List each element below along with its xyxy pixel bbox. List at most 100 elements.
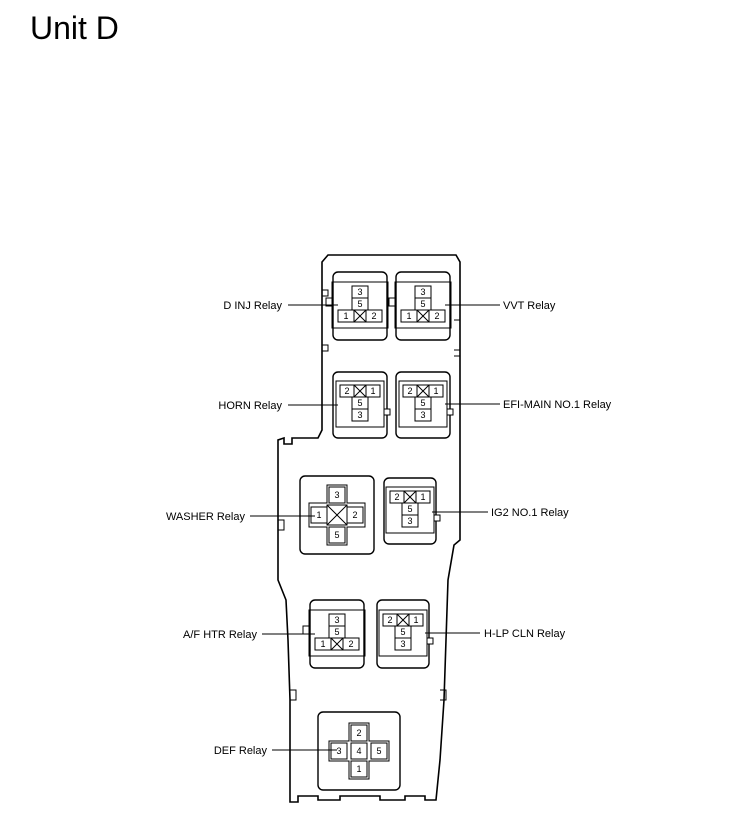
relay-ig2: 2 15 3 IG2 NO.1 Relay: [383, 477, 569, 545]
pin-housing: [328, 722, 390, 780]
pin-label: 2: [356, 728, 361, 738]
pin-label-cell: [346, 506, 364, 524]
pin-label-cell: [350, 760, 368, 778]
relay-label-vvt: VVT Relay: [503, 300, 556, 312]
pin-label-cell: [365, 384, 381, 398]
relay-efi-main: 2 15 3 EFI-MAIN NO.1 Relay: [395, 371, 612, 439]
pin-label: 1: [433, 386, 438, 396]
diode-cross-line: [330, 637, 344, 651]
pin-label: 5: [357, 299, 362, 309]
pin-housing: [335, 380, 385, 428]
diode-cross-line: [326, 504, 348, 526]
pin-label: 3: [357, 410, 362, 420]
pin-label-cell: [350, 742, 368, 760]
pin-label: 5: [357, 398, 362, 408]
pin-label: 1: [343, 311, 348, 321]
pin-label-cell: [370, 742, 388, 760]
relay-label-washer: WASHER Relay: [166, 511, 246, 523]
pin-label-cell: [365, 309, 383, 323]
pin-label-cell: [350, 724, 368, 742]
pin-label: 5: [407, 504, 412, 514]
block-notch: [290, 689, 297, 701]
pin-label-cell: [428, 384, 444, 398]
block-notch: [322, 344, 329, 352]
pin-label: 4: [356, 746, 361, 756]
pin-label-cell: [328, 486, 346, 504]
key-tab: [426, 637, 434, 645]
diode-cross-line: [416, 384, 430, 398]
pin-label: 1: [370, 386, 375, 396]
relay-label-horn: HORN Relay: [218, 400, 282, 412]
pin-label: 2: [371, 311, 376, 321]
relay-def: 2 3 4 5 1 DEF Relay: [214, 711, 401, 791]
relay-h-lp-cln: 2 15 3 H-LP CLN Relay: [376, 599, 566, 669]
pin-label-cell: [415, 490, 431, 504]
pin-label-cell: [414, 408, 432, 422]
pin-label: 1: [413, 615, 418, 625]
pin-label-cell: [342, 637, 360, 651]
pin-label-cell: [401, 514, 419, 528]
pin-label: 2: [407, 386, 412, 396]
pin-label-cell: [394, 637, 412, 651]
relay-horn: 2 15 3 HORN Relay: [218, 371, 391, 439]
pin-label: 5: [420, 398, 425, 408]
key-tab: [302, 625, 310, 635]
key-tab: [433, 514, 441, 522]
pin-label: 1: [420, 492, 425, 502]
pin-housing: [308, 484, 366, 546]
pin-label: 3: [420, 287, 425, 297]
pin-label: 1: [320, 639, 325, 649]
relay-washer: 3 1 2 5 WASHER Relay: [166, 475, 375, 555]
pin-label-cell: [328, 526, 346, 544]
key-tab: [383, 408, 391, 416]
key-tab: [325, 297, 333, 307]
pin-label: 1: [406, 311, 411, 321]
relay-label-d-inj: D INJ Relay: [223, 300, 282, 312]
pin-label: 2: [348, 639, 353, 649]
relay-af-htr: 3 51 2 A/F HTR Relay: [183, 599, 366, 669]
block-outline: [277, 254, 461, 803]
pin-label-cell: [351, 408, 369, 422]
pin-label: 2: [344, 386, 349, 396]
pin-label: 5: [334, 530, 339, 540]
block-notch: [278, 519, 285, 531]
diode-cross-line: [403, 490, 417, 504]
relay-label-def: DEF Relay: [214, 745, 268, 757]
pin-label: 3: [400, 639, 405, 649]
page-title: Unit D: [30, 10, 119, 46]
pin-label-cell: [408, 613, 424, 627]
pin-label: 3: [420, 410, 425, 420]
pin-label: 5: [376, 746, 381, 756]
diode-cross-line: [353, 309, 367, 323]
key-tab: [388, 297, 396, 307]
relay-label-af-htr: A/F HTR Relay: [183, 629, 257, 641]
pin-housing: [385, 486, 435, 534]
pin-label: 3: [407, 516, 412, 526]
relay-label-efi-main: EFI-MAIN NO.1 Relay: [503, 399, 612, 411]
pin-label: 5: [334, 627, 339, 637]
pin-label: 5: [420, 299, 425, 309]
relay-d-inj: 3 51 2 D INJ Relay: [223, 271, 389, 341]
pin-label: 2: [387, 615, 392, 625]
pin-label: 3: [336, 746, 341, 756]
block-notch: [454, 349, 461, 357]
relay-label-h-lp-cln: H-LP CLN Relay: [484, 628, 566, 640]
pin-label: 3: [357, 287, 362, 297]
pin-label: 2: [352, 510, 357, 520]
pin-label: 3: [334, 615, 339, 625]
pin-label: 2: [434, 311, 439, 321]
diode-cross-line: [396, 613, 410, 627]
pin-label: 1: [316, 510, 321, 520]
pin-label: 3: [334, 490, 339, 500]
relay-label-ig2: IG2 NO.1 Relay: [491, 507, 569, 519]
pin-label: 2: [394, 492, 399, 502]
key-tab: [446, 408, 454, 416]
pin-label-cell: [330, 742, 348, 760]
block-notch: [322, 289, 329, 297]
diode-cross-line: [416, 309, 430, 323]
diode-cross-line: [353, 384, 367, 398]
pin-label: 1: [356, 764, 361, 774]
pin-label-cell: [428, 309, 446, 323]
pin-label: 5: [400, 627, 405, 637]
